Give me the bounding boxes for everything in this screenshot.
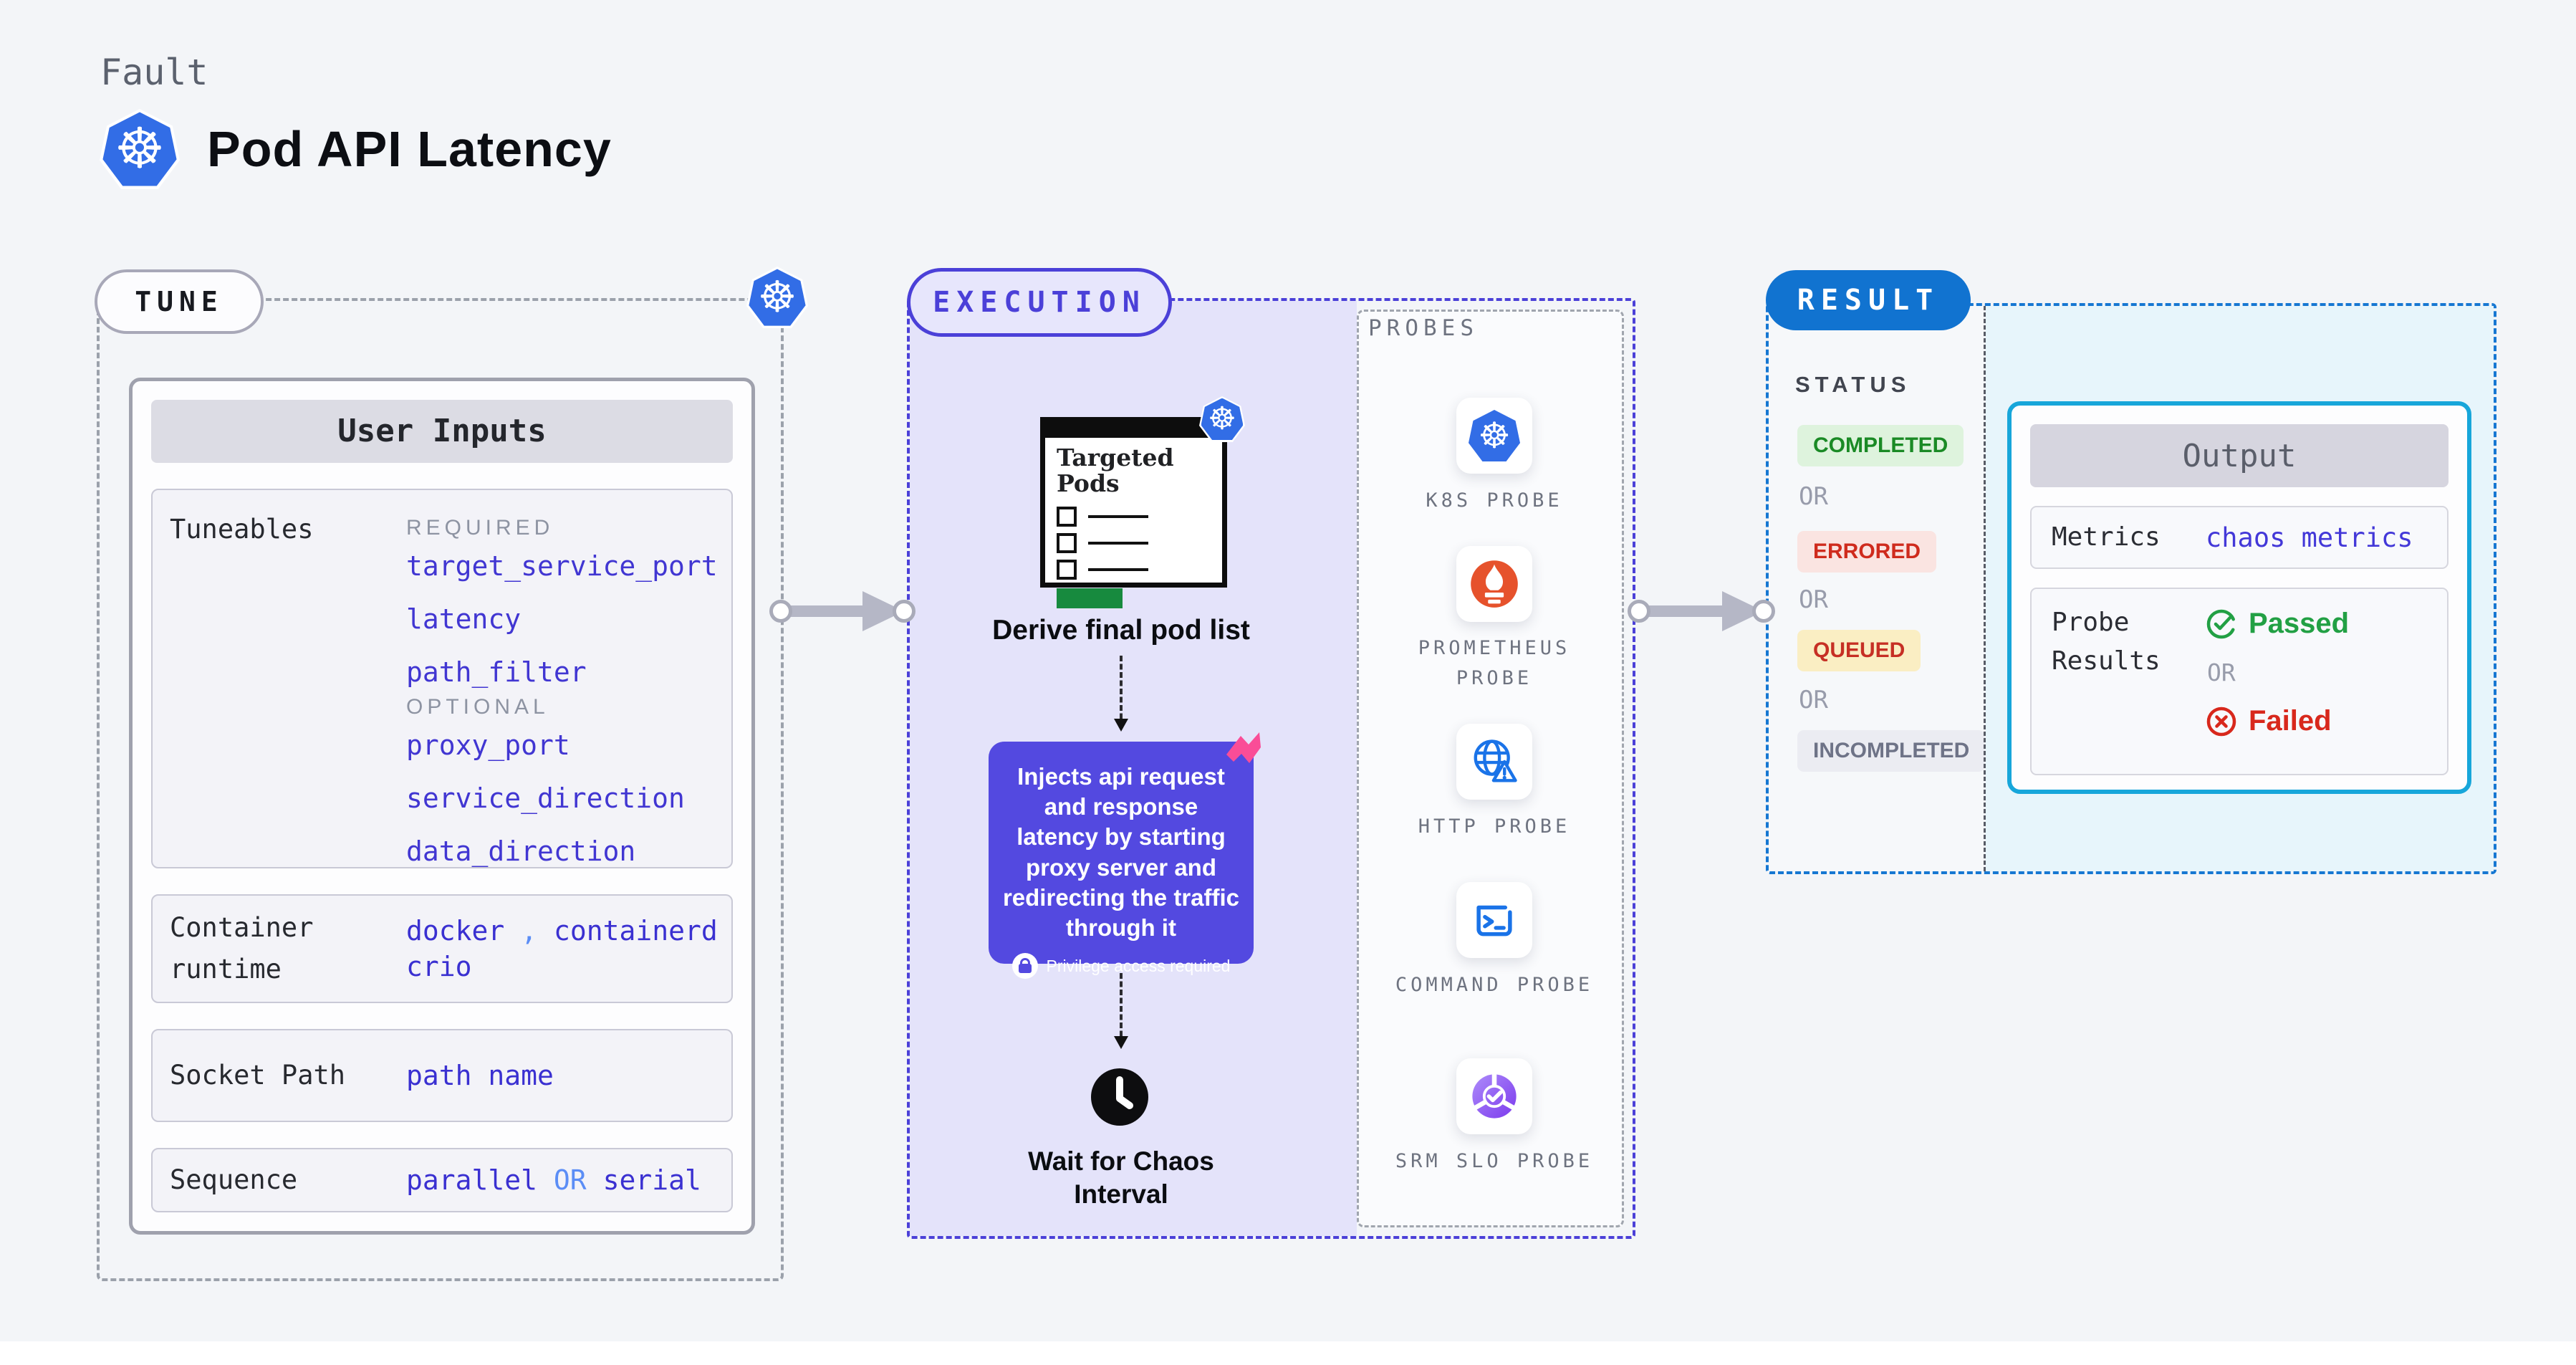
container-runtime-row: Container runtime docker , containerd cr…	[151, 894, 733, 1003]
srm-slo-probe-label: SRM SLO PROBE	[1395, 1150, 1594, 1172]
pod-list-item	[1057, 533, 1222, 554]
kubernetes-icon: ☸	[1199, 396, 1245, 442]
tuneable-proxy-port: proxy_port	[406, 729, 570, 761]
targeted-pods-title: Targeted Pods	[1057, 444, 1174, 497]
output-header: Output	[2030, 424, 2448, 487]
status-badge-errored: ERRORED	[1797, 531, 1937, 573]
derive-final-pod-list-label: Derive final pod list	[992, 615, 1250, 646]
command-probe-tile	[1456, 882, 1532, 958]
or-separator: OR	[2207, 658, 2236, 686]
container-runtime-values: docker , containerd	[406, 914, 718, 947]
socket-path-label: Socket Path	[170, 1060, 346, 1091]
passed-line: Passed	[2206, 608, 2349, 640]
title-row: ☸ Pod API Latency	[100, 109, 612, 189]
probe-results-row: Probe Results Passed OR	[2030, 588, 2448, 775]
output-card: Output Metrics chaos metrics Probe Resul…	[2007, 401, 2471, 794]
probe-results-label: Probe Results	[2052, 608, 2161, 676]
socket-path-value: path name	[406, 1059, 554, 1091]
kubernetes-icon: ☸	[746, 267, 808, 328]
prometheus-probe-label: PROMETHEUS PROBE	[1418, 637, 1571, 689]
terminal-icon	[1476, 905, 1512, 937]
result-section: STATUS COMPLETED OR ERRORED OR QUEUED OR…	[1766, 303, 2496, 874]
metrics-label: Metrics	[2052, 522, 2161, 552]
pod-list-item	[1057, 560, 1222, 580]
tune-section	[97, 298, 784, 1281]
wait-for-chaos-label: Wait for Chaos Interval	[1028, 1146, 1214, 1210]
tuneable-service-direction: service_direction	[406, 782, 685, 814]
tuneable-data-direction: data_direction	[406, 835, 636, 867]
kubernetes-icon: ☸	[100, 109, 180, 189]
user-inputs-card: User Inputs Tuneables REQUIRED target_se…	[129, 378, 755, 1235]
pod-list-item	[1057, 507, 1222, 527]
required-caption: REQUIRED	[406, 515, 554, 540]
targeted-pods-art: Targeted Pods ☸	[1040, 396, 1245, 609]
http-probe-label: HTTP PROBE	[1418, 815, 1571, 838]
k8s-probe-tile: ☸	[1456, 398, 1532, 474]
sequence-values: parallel OR serial	[406, 1164, 701, 1197]
failed-line: Failed	[2206, 705, 2349, 737]
or-separator: OR	[1799, 482, 1828, 511]
inject-description-card: Injects api request and response latency…	[989, 732, 1261, 980]
litmus-logo-icon	[1226, 732, 1261, 763]
kubernetes-icon: ☸	[1469, 410, 1520, 461]
window-titlebar	[1045, 422, 1222, 438]
privilege-note-row: Privilege access required	[1001, 953, 1241, 980]
http-globe-warning-icon	[1474, 739, 1517, 782]
tuneable-path-filter: path_filter	[406, 656, 587, 688]
execution-pill: EXECUTION	[907, 268, 1172, 337]
metrics-row: Metrics chaos metrics	[2030, 506, 2448, 569]
sequence-row: Sequence parallel OR serial	[151, 1148, 733, 1212]
execution-to-result-arrow	[1628, 590, 1775, 633]
container-runtime-crio: crio	[406, 950, 472, 982]
http-probe-tile	[1456, 724, 1532, 800]
fault-eyebrow: Fault	[100, 52, 208, 93]
tuneables-label: Tuneables	[170, 513, 314, 545]
bottom-strip	[0, 1341, 2576, 1365]
probes-caption: PROBES	[1368, 315, 1479, 341]
or-separator: OR	[1799, 585, 1828, 614]
status-column: STATUS COMPLETED OR ERRORED OR QUEUED OR…	[1769, 306, 1986, 871]
result-divider	[1984, 306, 1986, 871]
progress-bar	[1057, 588, 1123, 609]
srm-slo-probe-tile	[1456, 1058, 1532, 1134]
tuneable-target-service-port: target_service_port	[406, 550, 718, 582]
socket-path-row: Socket Path path name	[151, 1028, 733, 1123]
status-badge-incompleted: INCOMPLETED	[1797, 730, 1986, 772]
x-circle-icon	[2206, 707, 2236, 736]
command-probe-label: COMMAND PROBE	[1395, 974, 1594, 996]
flow-connector-down	[1114, 973, 1128, 1049]
status-badge-completed: COMPLETED	[1797, 425, 1964, 466]
inject-description-text: Injects api request and response latency…	[1002, 763, 1240, 942]
tune-pill: TUNE	[95, 269, 264, 334]
prometheus-probe-tile	[1456, 546, 1532, 622]
status-badge-queued: QUEUED	[1797, 630, 1921, 671]
tune-to-execution-arrow	[769, 590, 915, 633]
optional-caption: OPTIONAL	[406, 694, 549, 719]
lock-icon	[1011, 953, 1038, 980]
container-runtime-label: Container runtime	[170, 912, 314, 985]
slo-donut-check-icon	[1472, 1073, 1517, 1119]
check-circle-icon	[2206, 609, 2236, 638]
sequence-label: Sequence	[170, 1164, 298, 1196]
user-inputs-header: User Inputs	[151, 400, 733, 463]
tuneables-row: Tuneables REQUIRED target_service_port l…	[151, 488, 733, 868]
result-pill: RESULT	[1766, 270, 1971, 330]
status-caption: STATUS	[1795, 372, 1911, 397]
page-title: Pod API Latency	[207, 121, 612, 177]
or-separator: OR	[1799, 686, 1828, 714]
prometheus-icon	[1471, 560, 1518, 608]
metrics-value: chaos metrics	[2206, 522, 2413, 553]
flow-connector-down	[1114, 656, 1128, 732]
tuneable-latency: latency	[406, 603, 522, 635]
k8s-probe-label: K8S PROBE	[1426, 489, 1563, 512]
privilege-note: Privilege access required	[1046, 956, 1231, 975]
clock-icon	[1091, 1068, 1148, 1126]
